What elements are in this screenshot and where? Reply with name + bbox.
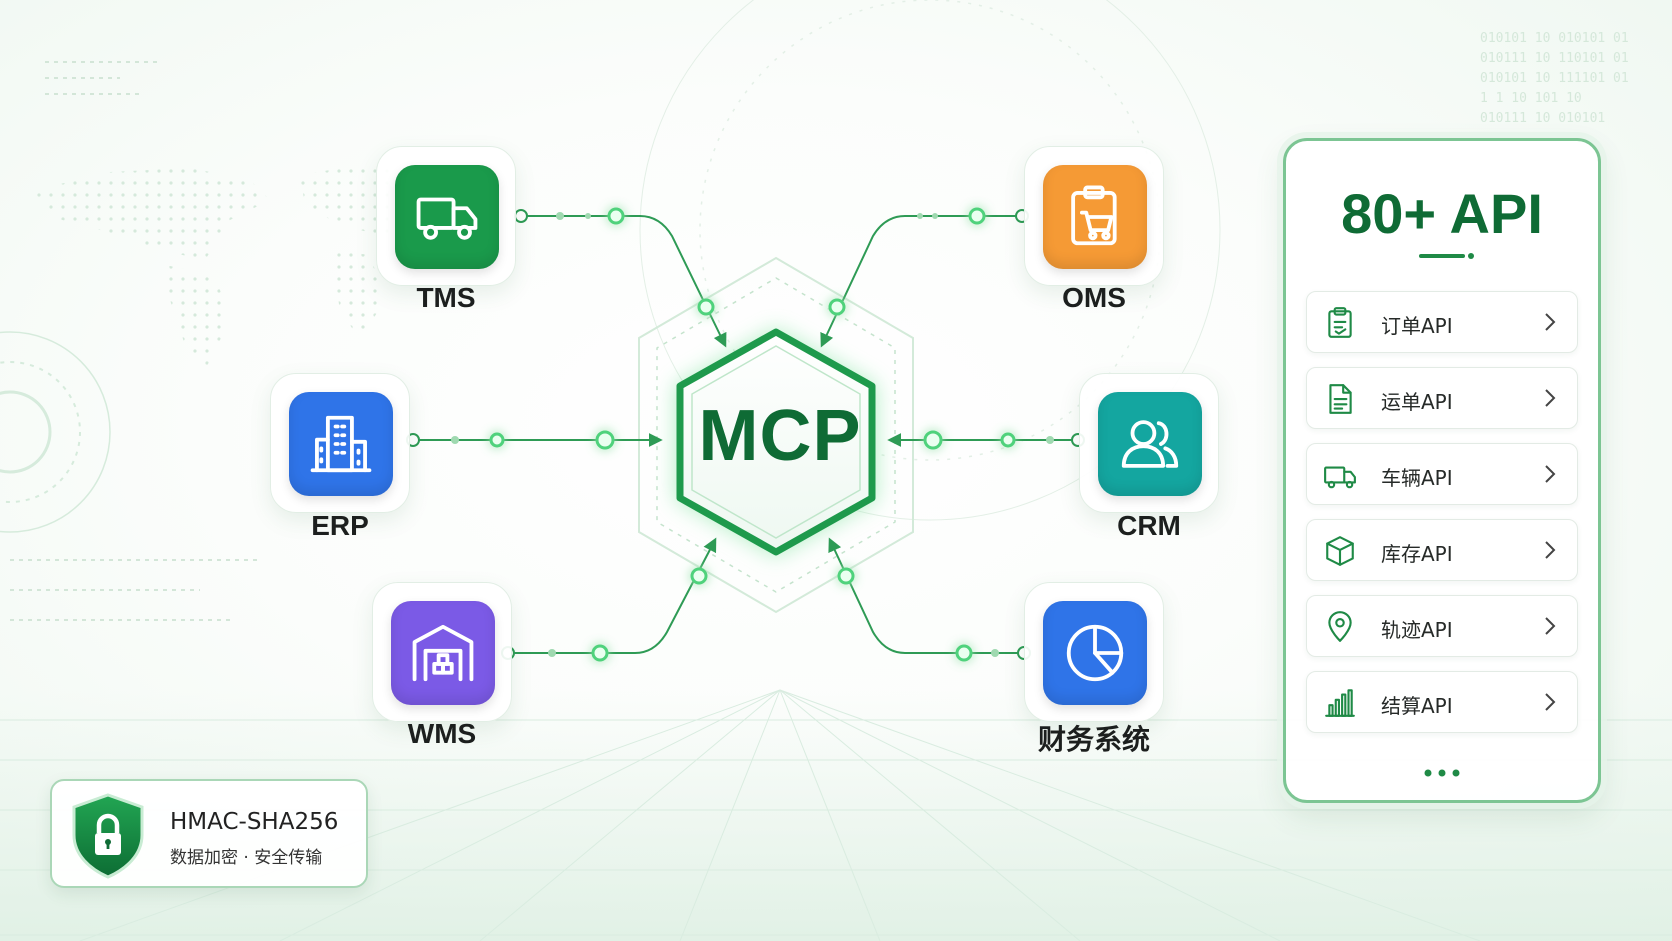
svg-text:010111 10 110101 01: 010111 10 110101 01 (1480, 51, 1629, 66)
order-clipboard-icon (1328, 307, 1352, 338)
api-panel-title: 80+ API (1341, 182, 1543, 245)
left-dash-lines (10, 61, 260, 621)
api-item-label: 订单API (1381, 314, 1453, 338)
pie-chart-icon (1066, 624, 1124, 682)
waybill-document-icon (1329, 384, 1352, 414)
inventory-box-icon (1326, 536, 1354, 566)
system-tile-wms (391, 601, 495, 705)
line-dot (585, 213, 591, 219)
link-tms-mcp (521, 215, 727, 348)
api-item-label: 运单API (1381, 390, 1453, 414)
location-pin-icon (1328, 611, 1352, 642)
api-item-inventory[interactable]: 库存API (1306, 519, 1578, 581)
clipboard-cart-icon (1071, 185, 1117, 246)
mcp-hexagon (676, 328, 876, 556)
hexagon-outer-ring (638, 256, 914, 614)
system-card-finance[interactable] (1024, 582, 1164, 722)
chevron-right-icon (1545, 617, 1556, 635)
warehouse-icon (412, 624, 474, 682)
svg-text:010101 10 010101 01: 010101 10 010101 01 (1480, 31, 1629, 46)
system-tile-tms (395, 165, 499, 269)
chevron-right-icon (1545, 389, 1556, 407)
chevron-right-icon (1545, 465, 1556, 483)
node-crm-a (1000, 432, 1016, 448)
api-title-underline (1419, 254, 1465, 258)
link-finance-mcp (828, 537, 1024, 654)
api-item-track[interactable]: 轨迹API (1306, 595, 1578, 657)
node-wms-a (591, 644, 609, 662)
system-label-tms: TMS (416, 282, 476, 313)
more-dots-icon[interactable] (1422, 768, 1462, 778)
system-label-erp: ERP (311, 510, 369, 541)
link-wms-mcp (508, 537, 717, 654)
api-item-label: 库存API (1381, 542, 1453, 566)
node-tms-b (697, 298, 715, 316)
system-tile-crm (1098, 392, 1202, 496)
system-card-erp[interactable] (270, 373, 410, 513)
security-subtitle: 数据加密 · 安全传输 (170, 848, 323, 868)
port-tms (514, 209, 528, 223)
api-item-order[interactable]: 订单API (1306, 291, 1578, 353)
chevron-right-icon (1545, 541, 1556, 559)
svg-text:010101 10 111101 01: 010101 10 111101 01 (1480, 71, 1629, 86)
api-item-label: 结算API (1381, 694, 1453, 718)
system-tile-finance (1043, 601, 1147, 705)
node-finance-b (837, 567, 855, 585)
api-panel: 80+ API 订单API 运单API 车辆API 库存API (1283, 138, 1601, 803)
vehicle-truck-icon (1324, 466, 1356, 489)
system-card-wms[interactable] (372, 582, 512, 722)
line-dot (556, 212, 564, 220)
node-tms-a (607, 207, 625, 225)
line-dot (548, 649, 556, 657)
line-dot (1046, 436, 1054, 444)
node-crm-b (923, 430, 943, 450)
binary-decoration: 010101 10 010101 01 010111 10 110101 01 … (1480, 31, 1629, 126)
system-card-crm[interactable] (1079, 373, 1219, 513)
system-card-oms[interactable] (1024, 146, 1164, 286)
system-label-finance: 财务系统 (1037, 724, 1150, 755)
node-wms-b (690, 567, 708, 585)
truck-icon (416, 197, 478, 240)
security-badge: HMAC-SHA256 数据加密 · 安全传输 (50, 779, 368, 888)
node-oms-a (968, 207, 986, 225)
api-title-underline-dot (1468, 253, 1474, 259)
api-item-label: 车辆API (1381, 466, 1453, 490)
api-item-vehicle[interactable]: 车辆API (1306, 443, 1578, 505)
node-erp-a (489, 432, 505, 448)
security-title: HMAC-SHA256 (170, 809, 339, 835)
chevron-right-icon (1545, 313, 1556, 331)
system-label-crm: CRM (1117, 510, 1181, 541)
node-oms-b (828, 298, 846, 316)
node-finance-a (955, 644, 973, 662)
line-dot (991, 649, 999, 657)
mcp-hexagon-inner (691, 345, 861, 539)
system-card-tms[interactable] (376, 146, 516, 286)
users-icon (1121, 420, 1179, 468)
mcp-label: MCP (698, 396, 862, 476)
system-label-oms: OMS (1062, 282, 1126, 313)
shield-lock-icon (72, 793, 144, 879)
left-radar-rings (0, 331, 111, 533)
api-item-waybill[interactable]: 运单API (1306, 367, 1578, 429)
system-tile-erp (289, 392, 393, 496)
svg-text:1 1 10 101 10: 1 1 10 101 10 (1480, 91, 1582, 106)
line-dot (917, 213, 923, 219)
node-erp-b (595, 430, 615, 450)
system-label-wms: WMS (407, 718, 477, 749)
line-dot (932, 213, 938, 219)
system-tile-oms (1043, 165, 1147, 269)
line-dot (451, 436, 459, 444)
link-oms-mcp (820, 215, 1022, 348)
hexagon-dashed-ring (656, 277, 896, 593)
bar-chart-icon (1325, 689, 1355, 717)
api-item-label: 轨迹API (1381, 618, 1453, 642)
building-icon (310, 415, 372, 473)
chevron-right-icon (1545, 693, 1556, 711)
api-item-settlement[interactable]: 结算API (1306, 671, 1578, 733)
svg-text:010111 10 010101: 010111 10 010101 (1480, 111, 1605, 126)
